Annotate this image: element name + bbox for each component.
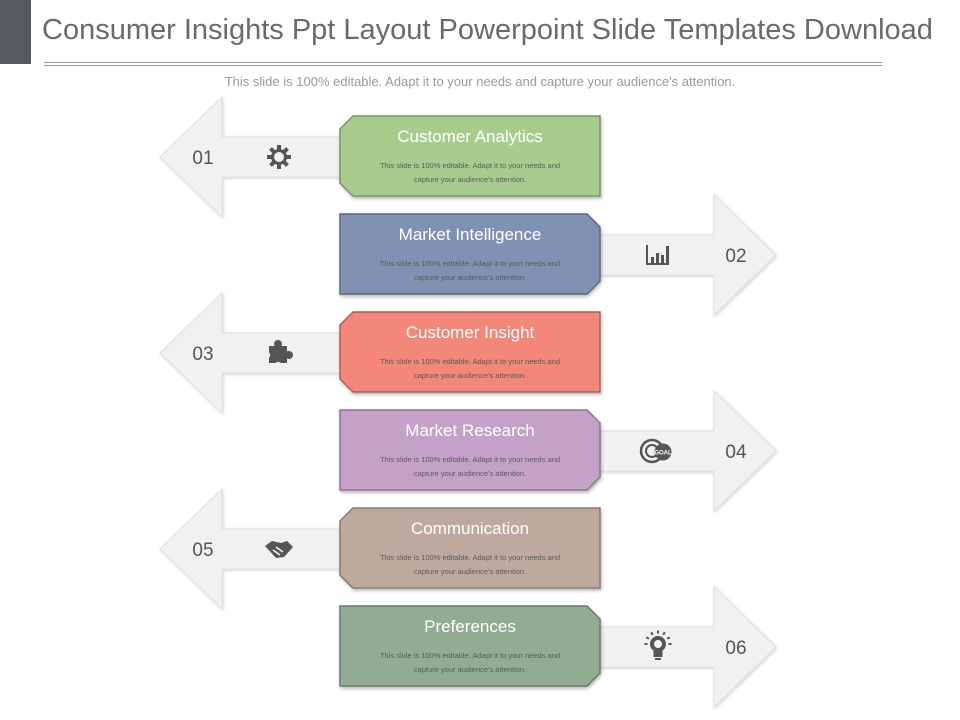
step-description-line-1: This slide is 100% editable. Adapt it to…	[380, 259, 560, 268]
slide-subtitle: This slide is 100% editable. Adapt it to…	[224, 74, 736, 89]
step-arrow	[159, 95, 343, 219]
title-accent-bar	[0, 0, 31, 64]
step-description-line-1: This slide is 100% editable. Adapt it to…	[380, 455, 560, 464]
handshake-icon	[265, 541, 293, 558]
step-description-line-1: This slide is 100% editable. Adapt it to…	[380, 161, 560, 170]
step-description-line-1: This slide is 100% editable. Adapt it to…	[380, 357, 560, 366]
step-number: 06	[725, 638, 746, 659]
goal-label: GOAL	[654, 451, 672, 457]
goal-target-icon: GOAL	[639, 438, 672, 464]
step-arrow	[597, 389, 777, 513]
puzzle-icon	[263, 340, 293, 369]
step-arrow	[159, 487, 343, 611]
step-box	[339, 213, 601, 295]
step-description-line-2: capture your audience's attention.	[414, 469, 526, 478]
step-number: 01	[192, 148, 213, 169]
step-title: Market Intelligence	[399, 225, 542, 244]
lightbulb-icon	[644, 630, 672, 660]
step-number: 05	[192, 540, 213, 561]
bar-chart-icon	[646, 245, 669, 265]
gear-icon	[267, 145, 291, 169]
step-box	[339, 115, 601, 197]
step-description-line-2: capture your audience's attention.	[414, 175, 526, 184]
step-box	[339, 409, 601, 491]
step-description-line-1: This slide is 100% editable. Adapt it to…	[380, 553, 560, 562]
title-divider	[44, 62, 882, 66]
step-number: 04	[725, 442, 747, 463]
step-description-line-2: capture your audience's attention.	[414, 273, 526, 282]
step-box	[339, 311, 601, 393]
step-box	[339, 507, 601, 589]
step-number: 03	[192, 344, 213, 365]
step-arrow	[159, 291, 343, 415]
step-description-line-2: capture your audience's attention.	[414, 371, 526, 380]
step-title: Preferences	[424, 617, 516, 636]
step-title: Market Research	[405, 421, 534, 440]
step-title: Customer Insight	[406, 323, 535, 342]
step-box	[339, 605, 601, 687]
step-number: 02	[725, 246, 746, 267]
step-description-line-2: capture your audience's attention.	[414, 665, 526, 674]
step-description-line-2: capture your audience's attention.	[414, 567, 526, 576]
slide-title: Consumer Insights Ppt Layout Powerpoint …	[42, 14, 933, 46]
step-arrow	[597, 193, 777, 317]
step-title: Communication	[411, 519, 529, 538]
step-arrow	[597, 585, 777, 709]
step-title: Customer Analytics	[397, 127, 543, 146]
step-description-line-1: This slide is 100% editable. Adapt it to…	[380, 651, 560, 660]
